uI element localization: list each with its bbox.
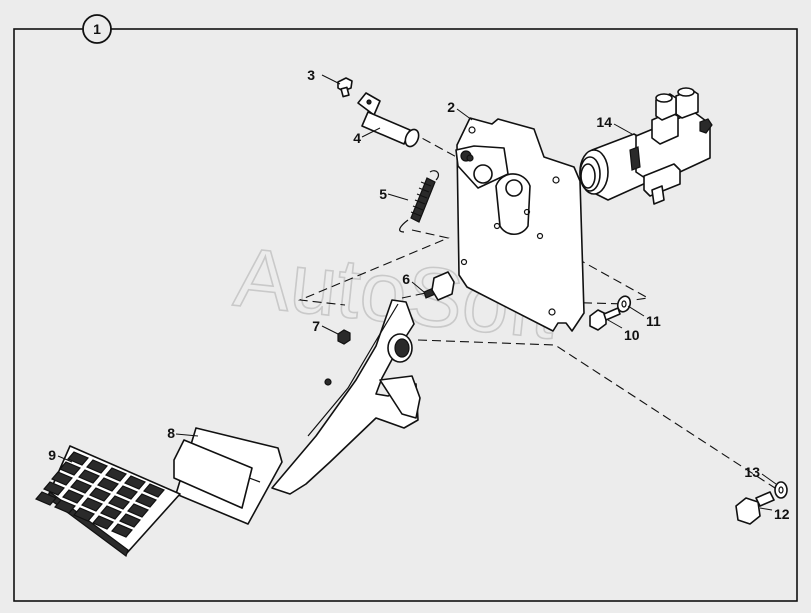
part-13-washer (774, 481, 788, 499)
pedal-pad-block (108, 495, 130, 510)
pedal-pad-block (73, 507, 95, 522)
callout-3: 3 (307, 67, 315, 83)
pedal-pad-block (67, 451, 89, 466)
callout-4: 4 (353, 130, 361, 146)
pedal-pad-block (127, 503, 149, 518)
pedal-pad-block (92, 515, 114, 530)
part-2-mounting-plate (455, 117, 585, 332)
pedal-pad-block (43, 481, 65, 496)
part-5-spring (399, 170, 440, 233)
callout-5: 5 (379, 186, 387, 202)
pedal-pad-block (116, 485, 138, 500)
callout-13: 13 (744, 464, 760, 480)
group-badge: 1 (82, 14, 112, 44)
pedal-pad-block (62, 489, 84, 504)
pedal-pad-block (51, 471, 73, 486)
callout-2: 2 (447, 99, 455, 115)
part-9-pedal-pad (35, 445, 181, 557)
callout-6: 6 (402, 271, 410, 287)
part-4-pin (357, 92, 420, 148)
part-14-brake-valve (579, 87, 713, 205)
pedal-pad-block (100, 505, 122, 520)
pedal-pad-block (78, 469, 100, 484)
pedal-pad-block (105, 467, 127, 482)
pedal-pad-block (89, 487, 111, 502)
callout-10: 10 (624, 327, 640, 343)
callout-leaders (57, 74, 777, 511)
part-11-washer (616, 295, 632, 313)
pedal-pad-block (81, 497, 103, 512)
callout-8: 8 (167, 425, 175, 441)
callout-7: 7 (312, 318, 320, 334)
pedal-pad-block (111, 523, 133, 538)
part-7-nut (337, 329, 351, 345)
part-12-hex-bolt (735, 491, 775, 525)
part-10-bolt (589, 307, 621, 331)
part-8-pedal-arm (173, 299, 421, 525)
pedal-pad-block (35, 491, 57, 506)
pedal-pad-block (54, 499, 76, 514)
pedal-pad-block (86, 459, 108, 474)
part-3-bolt (337, 77, 353, 98)
pedal-pad-block (143, 483, 165, 498)
pedal-pad-block (70, 479, 92, 494)
callout-9: 9 (48, 447, 56, 463)
pedal-pad-block (97, 477, 119, 492)
group-badge-label: 1 (93, 21, 101, 37)
pedal-pad-block (124, 475, 146, 490)
diagram-frame (13, 28, 798, 602)
pedal-pad-block (59, 461, 81, 476)
callout-11: 11 (646, 313, 661, 329)
callout-labels: 3 4 2 5 6 7 8 9 10 11 12 13 14 (48, 67, 790, 522)
pedal-pad-block (135, 493, 157, 508)
part-6-stop-bolt (423, 271, 455, 301)
callout-12: 12 (774, 506, 790, 522)
callout-14: 14 (596, 114, 612, 130)
pedal-pad-block (119, 513, 141, 528)
